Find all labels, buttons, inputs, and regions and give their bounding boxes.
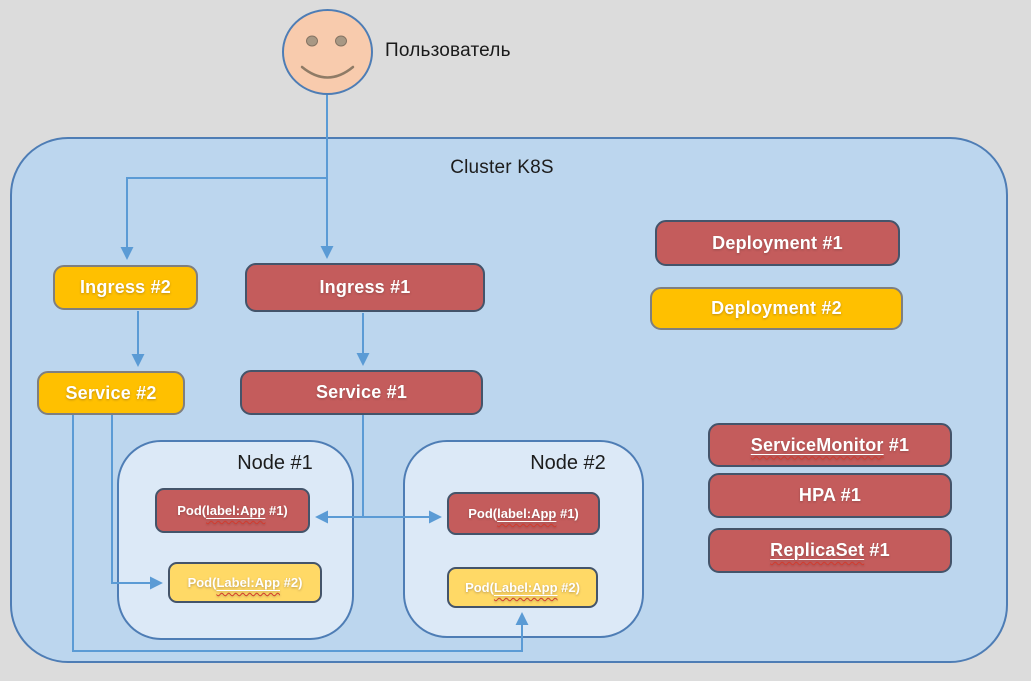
user-right-eye (335, 35, 347, 47)
replicaset1-box: ReplicaSet #1 (708, 528, 952, 573)
user-icon (281, 8, 374, 96)
deployment1-box: Deployment #1 (655, 220, 900, 266)
deployment2-box: Deployment #2 (650, 287, 903, 330)
user-smile (300, 65, 355, 79)
user-face (282, 9, 373, 95)
user-left-eye (306, 35, 318, 47)
servicemonitor1-box: ServiceMonitor #1 (708, 423, 952, 467)
node2-pod1-box: Pod(label:App #1) (447, 492, 600, 535)
cluster-title: Cluster K8S (450, 157, 554, 178)
service1-box: Service #1 (240, 370, 483, 415)
user-label: Пользователь (385, 40, 511, 61)
node1-pod1-box: Pod(label:App #1) (155, 488, 310, 533)
ingress2-box: Ingress #2 (53, 265, 198, 310)
node1-title: Node #1 (237, 452, 313, 474)
hpa1-box: HPA #1 (708, 473, 952, 518)
service2-box: Service #2 (37, 371, 185, 415)
node1-pod2-box: Pod(Label:App #2) (168, 562, 322, 603)
ingress1-box: Ingress #1 (245, 263, 485, 312)
node2-title: Node #2 (530, 452, 606, 474)
node2-pod2-box: Pod(Label:App #2) (447, 567, 598, 608)
